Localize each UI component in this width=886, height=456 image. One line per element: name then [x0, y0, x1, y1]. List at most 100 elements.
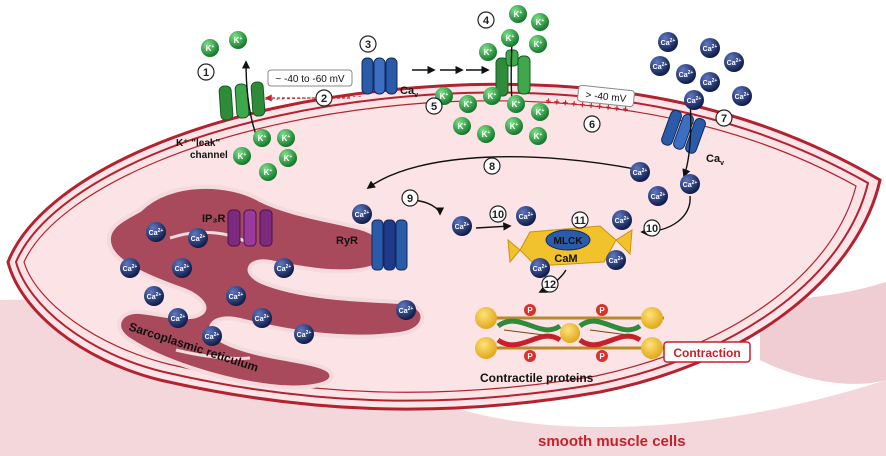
svg-text:12: 12 [544, 279, 556, 291]
k-ion: K+ [233, 147, 251, 165]
k-ion: K+ [531, 13, 549, 31]
ca-ion: Ca2+ [700, 38, 720, 58]
svg-text:Ca2+: Ca2+ [297, 330, 312, 339]
k-ion: K+ [507, 95, 525, 113]
svg-text:10: 10 [492, 209, 504, 221]
step-badge: 7 [715, 109, 733, 127]
svg-text:4: 4 [483, 15, 490, 27]
ca-ion: Ca2+ [294, 324, 314, 344]
svg-text:Ca2+: Ca2+ [661, 38, 676, 47]
svg-text:K+: K+ [510, 122, 519, 131]
svg-text:Ca2+: Ca2+ [679, 70, 694, 79]
k-ion: K+ [529, 127, 547, 145]
svg-text:8: 8 [489, 161, 495, 173]
svg-text:K+: K+ [514, 10, 523, 19]
svg-text:Ca2+: Ca2+ [633, 168, 648, 177]
svg-text:K+: K+ [458, 122, 467, 131]
ca-ion: Ca2+ [732, 86, 752, 106]
step-badge: 4 [477, 11, 495, 29]
k-ion: K+ [479, 43, 497, 61]
mlck-cam-complex: MLCK CaM [507, 225, 633, 267]
svg-text:Ca2+: Ca2+ [519, 212, 534, 221]
step-badge: 11 [571, 211, 589, 229]
step-badge: 10 [489, 205, 507, 223]
svg-text:Ca2+: Ca2+ [727, 58, 742, 67]
ca-ion: Ca2+ [658, 32, 678, 52]
svg-text:> -40 mV: > -40 mV [585, 90, 627, 105]
k-ion: K+ [531, 103, 549, 121]
svg-text:2: 2 [321, 93, 327, 105]
voltage-badge-2: > -40 mV [577, 84, 635, 108]
step-badge: 1 [197, 63, 215, 81]
mlck-label: MLCK [554, 236, 584, 247]
svg-text:Ca2+: Ca2+ [277, 264, 292, 273]
cav-right-label: Cav [706, 153, 724, 167]
svg-text:K+: K+ [536, 18, 545, 27]
svg-text:K+: K+ [282, 134, 291, 143]
svg-text:Ca2+: Ca2+ [175, 264, 190, 273]
svg-text:K+: K+ [440, 92, 449, 101]
ca-ion: Ca2+ [606, 250, 626, 270]
ca-ion: Ca2+ [168, 308, 188, 328]
svg-text:K+: K+ [506, 34, 515, 43]
k-ion: K+ [453, 117, 471, 135]
svg-text:Ca2+: Ca2+ [651, 192, 666, 201]
svg-text:P: P [527, 352, 533, 361]
step-badge: 9 [401, 189, 419, 207]
phosphate-mark: P [596, 350, 608, 362]
svg-text:10: 10 [646, 223, 658, 235]
ca-ion: Ca2+ [676, 64, 696, 84]
svg-text:Ca2+: Ca2+ [653, 62, 668, 71]
svg-text:Ca2+: Ca2+ [147, 292, 162, 301]
ca-ion: Ca2+ [452, 216, 472, 236]
contractile-proteins [475, 307, 664, 359]
ca-ion: Ca2+ [188, 228, 208, 248]
k-ion: K+ [259, 163, 277, 181]
svg-text:9: 9 [407, 193, 413, 205]
ca-ion: Ca2+ [226, 286, 246, 306]
k-ion: K+ [201, 39, 219, 57]
ca-ion: Ca2+ [684, 90, 704, 110]
svg-text:~ -40 to -60 mV: ~ -40 to -60 mV [275, 74, 345, 85]
svg-text:Ca2+: Ca2+ [735, 92, 750, 101]
ca-ion: Ca2+ [274, 258, 294, 278]
k-ion: K+ [529, 35, 547, 53]
svg-text:K+: K+ [484, 48, 493, 57]
svg-text:K+: K+ [482, 130, 491, 139]
svg-text:Ca2+: Ca2+ [171, 314, 186, 323]
k-leak-channel [218, 81, 266, 121]
k-leak-label-2: channel [190, 150, 228, 161]
ryr-label: RyR [336, 235, 358, 247]
step-badge: 10 [643, 219, 661, 237]
svg-text:K+: K+ [534, 132, 543, 141]
ip3r-label: IP₃R [202, 213, 225, 225]
ion-layer: K+K+K+K+K+K+K+K+K+K+K+K+K+K+K+K+K+K+K+K+… [120, 5, 752, 346]
svg-text:K+: K+ [536, 108, 545, 117]
svg-text:K+: K+ [512, 100, 521, 109]
step-badge: 3 [359, 35, 377, 53]
k-ion: K+ [483, 87, 501, 105]
cell-membrane-line3 [23, 100, 857, 393]
svg-text:Ca2+: Ca2+ [399, 306, 414, 315]
step-badge: 2 [315, 89, 333, 107]
svg-text:Contraction: Contraction [673, 346, 740, 360]
svg-text:Ca2+: Ca2+ [123, 264, 138, 273]
svg-text:P: P [599, 306, 605, 315]
contraction-badge: Contraction [663, 341, 751, 363]
svg-text:K+: K+ [534, 40, 543, 49]
svg-text:Ca2+: Ca2+ [703, 78, 718, 87]
step-badge: 5 [425, 97, 443, 115]
cam-label: CaM [554, 253, 577, 265]
ca-ion: Ca2+ [530, 258, 550, 278]
cell-type-label: smooth muscle cells [538, 433, 686, 450]
k-leak-label-1: K⁺ "leak" [176, 138, 220, 149]
k-ion: K+ [279, 149, 297, 167]
svg-text:K+: K+ [284, 154, 293, 163]
svg-text:Ca2+: Ca2+ [683, 180, 698, 189]
ca-ion: Ca2+ [650, 56, 670, 76]
step-badge: 12 [541, 275, 559, 293]
k-ion: K+ [509, 5, 527, 23]
